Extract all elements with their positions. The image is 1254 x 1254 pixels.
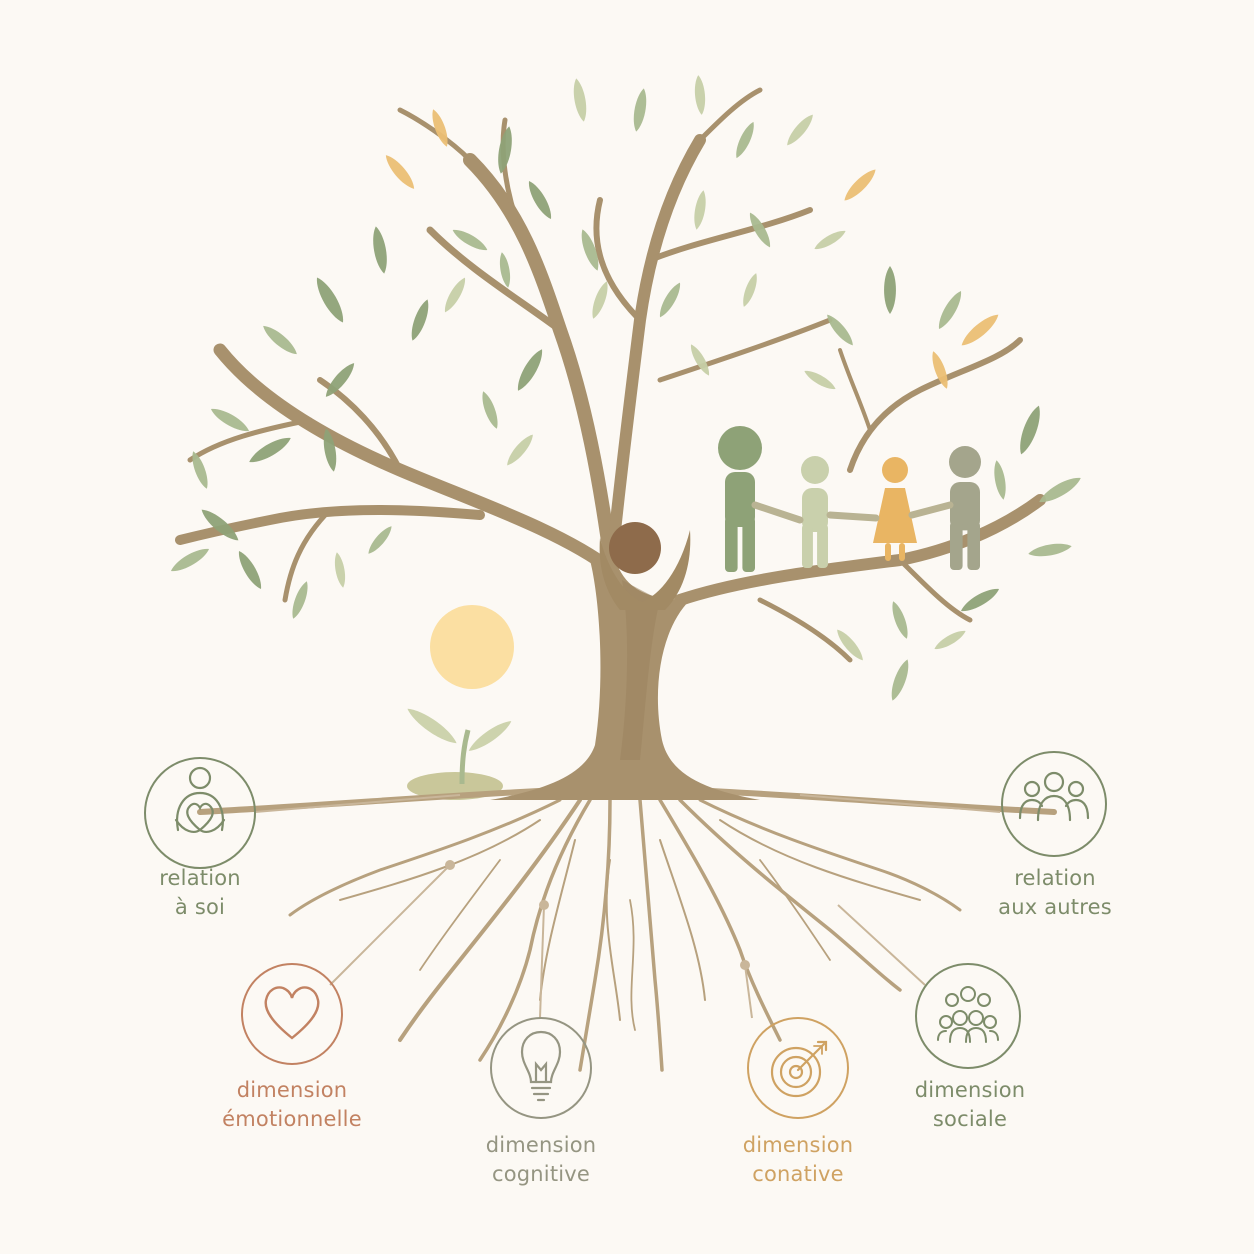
trunk-shade	[620, 580, 660, 760]
node-relation-soi	[144, 757, 256, 869]
label-relation-autres: relation aux autres	[975, 864, 1135, 922]
target-icon	[770, 1040, 828, 1098]
figure-orange	[873, 457, 917, 561]
lightbulb-icon	[520, 1030, 562, 1102]
label-line: dimension	[914, 1078, 1026, 1102]
node-relation-autres	[1001, 751, 1107, 857]
tree-branches	[175, 87, 1046, 663]
figure-gray	[949, 446, 981, 570]
label-line: aux autres	[998, 895, 1112, 919]
group-icon	[1018, 771, 1090, 822]
label-line: à soi	[174, 895, 226, 919]
label-emotionnelle: dimension émotionnelle	[202, 1076, 382, 1134]
label-line: dimension	[485, 1133, 597, 1157]
label-relation-soi: relation à soi	[130, 864, 270, 922]
label-line: relation	[1014, 866, 1096, 890]
label-line: relation	[159, 866, 241, 890]
label-line: dimension	[236, 1078, 348, 1102]
tree-roots	[197, 787, 1057, 1072]
label-line: conative	[752, 1162, 844, 1186]
label-sociale: dimension sociale	[890, 1076, 1050, 1134]
node-sociale	[915, 963, 1021, 1069]
label-line: émotionnelle	[222, 1107, 362, 1131]
node-conative	[747, 1017, 849, 1119]
label-line: cognitive	[491, 1162, 591, 1186]
label-line: sociale	[932, 1107, 1008, 1131]
node-cognitive	[490, 1017, 592, 1119]
label-conative: dimension conative	[718, 1131, 878, 1189]
figure-green	[718, 426, 762, 572]
self-care-icon	[174, 766, 226, 833]
node-emotionnelle	[241, 963, 343, 1065]
connector-lines	[254, 794, 1001, 1019]
sun	[430, 605, 514, 689]
label-line: dimension	[742, 1133, 854, 1157]
crowd-icon	[937, 986, 999, 1043]
tree-trunk	[490, 560, 760, 800]
label-cognitive: dimension cognitive	[461, 1131, 621, 1189]
heart-icon	[264, 986, 320, 1040]
figure-pale	[801, 456, 829, 568]
family-figures	[718, 426, 981, 572]
central-person	[599, 522, 691, 610]
sprout	[403, 703, 515, 800]
